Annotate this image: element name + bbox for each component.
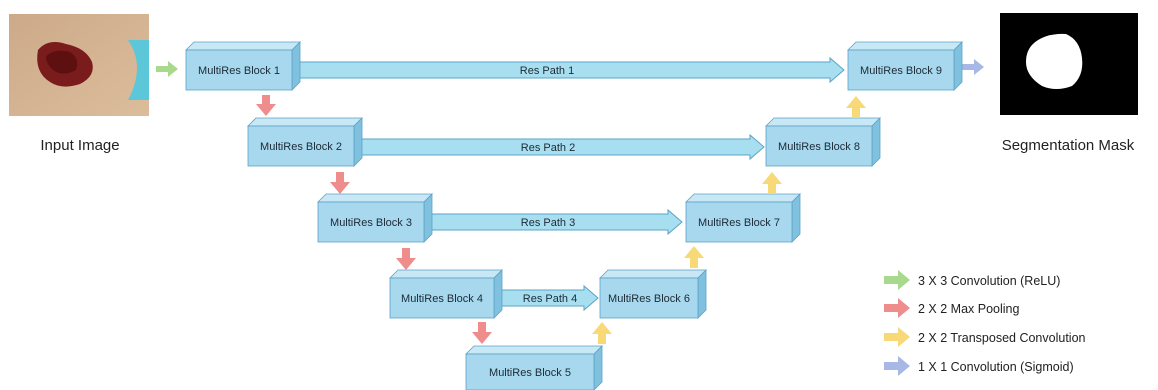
block-front-face (765, 125, 873, 167)
segmentation-mask-caption: Segmentation Mask (1002, 137, 1135, 154)
legend-label: 1 X 1 Convolution (Sigmoid) (918, 360, 1074, 374)
block-label: MultiRes Block 5 (489, 367, 571, 379)
legend-label: 2 X 2 Transposed Convolution (918, 331, 1086, 345)
legend-arrow-icon (884, 327, 910, 347)
legend-label: 3 X 3 Convolution (ReLU) (918, 274, 1060, 288)
conv-relu-arrow (156, 61, 178, 77)
legend-arrow-icon (884, 270, 910, 290)
segmentation-mask-image (1000, 13, 1138, 115)
block-label: MultiRes Block 7 (698, 217, 780, 229)
block-front-face (685, 201, 793, 243)
res-path-label: Res Path 2 (521, 142, 575, 154)
legend-item: 2 X 2 Max Pooling (884, 298, 1019, 318)
res-path-label: Res Path 1 (520, 65, 574, 77)
block-label: MultiRes Block 9 (860, 65, 942, 77)
legend-arrow-icon (884, 356, 910, 376)
block-front-face (247, 125, 355, 167)
legend: 3 X 3 Convolution (ReLU) 2 X 2 Max Pooli… (884, 270, 1086, 376)
block-side-face (953, 41, 963, 91)
blocks-layer: MultiRes Block 1 MultiRes Block 2 MultiRes… (185, 41, 963, 390)
transposed-conv-arrow (762, 172, 782, 194)
block-side-face (593, 345, 603, 390)
legend-item: 3 X 3 Convolution (ReLU) (884, 270, 1060, 290)
input-image (9, 14, 149, 116)
block-front-face (847, 49, 955, 91)
multires-block-2: MultiRes Block 2 (247, 117, 363, 167)
transposed-conv-arrow (684, 246, 704, 268)
res-path-3: Res Path 3 (429, 208, 683, 236)
block-label: MultiRes Block 3 (330, 217, 412, 229)
block-front-face (389, 277, 495, 319)
block-side-face (291, 41, 301, 91)
block-front-face (185, 49, 293, 91)
block-top-face (599, 269, 707, 279)
res-path-label: Res Path 3 (521, 217, 575, 229)
block-label: MultiRes Block 6 (608, 293, 690, 305)
max-pool-arrow (330, 172, 350, 194)
res-path-2: Res Path 2 (359, 133, 765, 161)
block-side-face (423, 193, 433, 243)
res-path-4: Res Path 4 (495, 284, 599, 312)
block-front-face (465, 353, 595, 390)
block-top-face (185, 41, 301, 51)
transposed-conv-arrow (846, 96, 866, 118)
block-top-face (247, 117, 363, 127)
conv-sigmoid-arrow (962, 59, 984, 75)
block-front-face (599, 277, 699, 319)
block-top-face (765, 117, 881, 127)
block-top-face (847, 41, 963, 51)
block-top-face (317, 193, 433, 203)
max-pool-arrow (472, 322, 492, 344)
legend-label: 2 X 2 Max Pooling (918, 302, 1019, 316)
multires-block-1: MultiRes Block 1 (185, 41, 301, 91)
max-pool-arrow (396, 248, 416, 270)
block-side-face (871, 117, 881, 167)
transposed-conv-arrow (592, 322, 612, 344)
block-side-face (791, 193, 801, 243)
block-side-face (493, 269, 503, 319)
block-top-face (389, 269, 503, 279)
multires-block-8: MultiRes Block 8 (765, 117, 881, 167)
multires-block-9: MultiRes Block 9 (847, 41, 963, 91)
block-top-face (685, 193, 801, 203)
block-label: MultiRes Block 4 (401, 293, 483, 305)
multires-block-4: MultiRes Block 4 (389, 269, 503, 319)
multires-block-6: MultiRes Block 6 (599, 269, 707, 319)
block-front-face (317, 201, 425, 243)
res-path-1: Res Path 1 (293, 56, 845, 84)
block-label: MultiRes Block 8 (778, 141, 860, 153)
block-label: MultiRes Block 2 (260, 141, 342, 153)
block-side-face (697, 269, 707, 319)
res-path-label: Res Path 4 (523, 293, 577, 305)
multires-block-3: MultiRes Block 3 (317, 193, 433, 243)
multires-block-5: MultiRes Block 5 (465, 345, 603, 390)
input-image-caption: Input Image (40, 137, 119, 154)
legend-arrow-icon (884, 298, 910, 318)
multires-block-7: MultiRes Block 7 (685, 193, 801, 243)
max-pool-arrow (256, 95, 276, 116)
legend-item: 2 X 2 Transposed Convolution (884, 327, 1086, 347)
legend-item: 1 X 1 Convolution (Sigmoid) (884, 356, 1074, 376)
block-side-face (353, 117, 363, 167)
block-top-face (465, 345, 603, 355)
block-label: MultiRes Block 1 (198, 65, 280, 77)
